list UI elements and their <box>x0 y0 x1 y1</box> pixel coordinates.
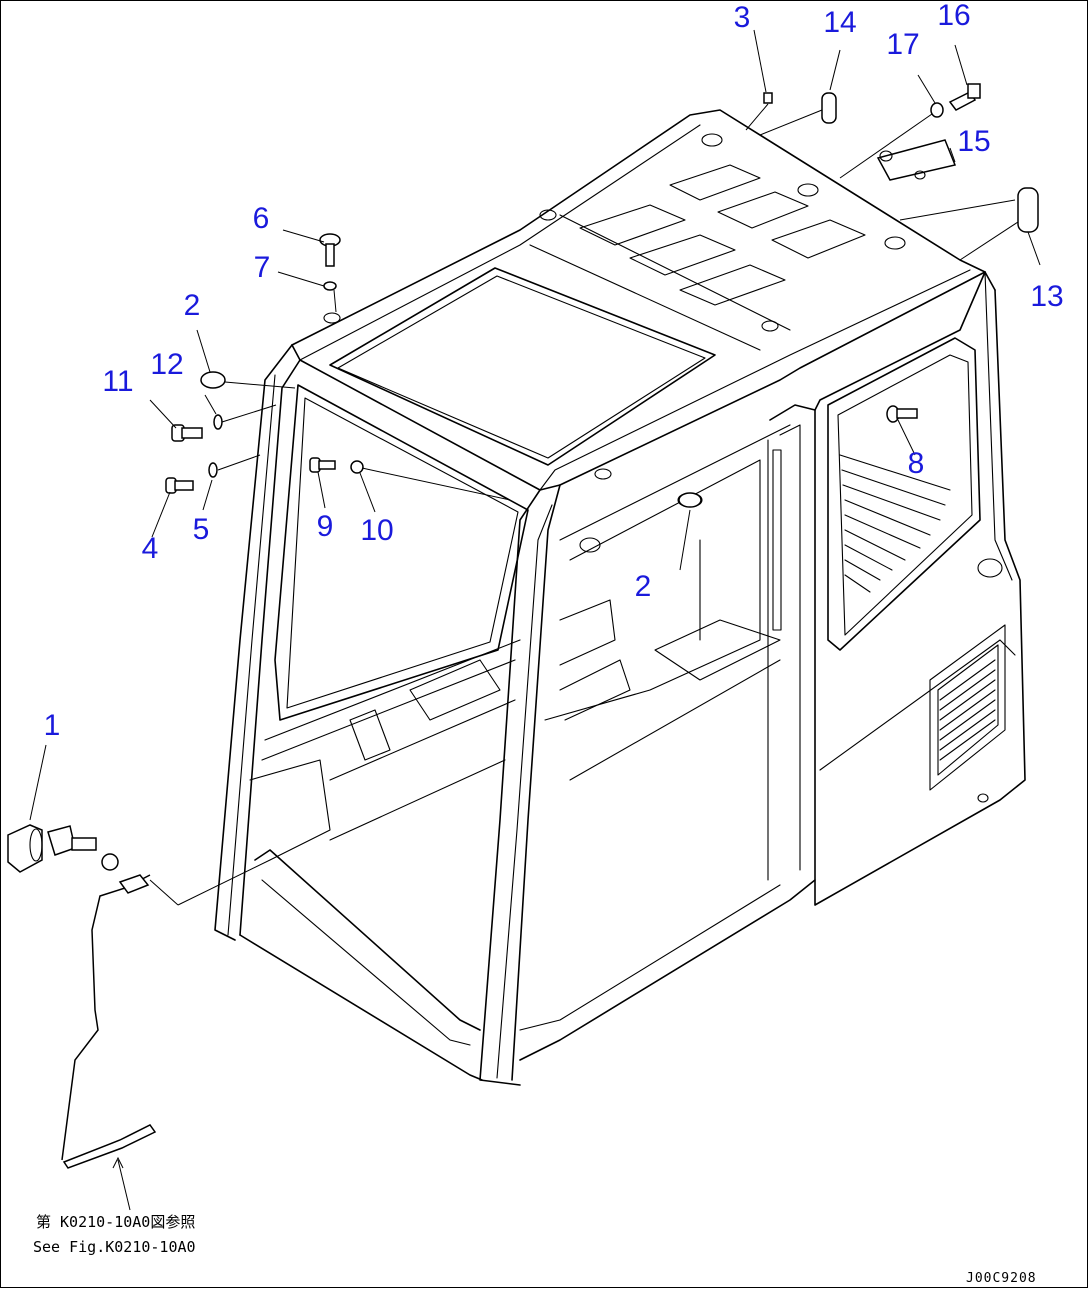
plug-3 <box>763 92 773 104</box>
washer-10 <box>350 460 364 474</box>
washer-17 <box>930 102 944 118</box>
callout-7: 7 <box>253 251 271 284</box>
gasket-13 <box>1017 187 1039 233</box>
leader-lines <box>29 29 1041 1211</box>
exploded-parts <box>7 83 1039 1169</box>
cab-door-opening <box>519 404 816 1061</box>
plate-15 <box>876 139 957 181</box>
callout-12: 12 <box>150 348 184 381</box>
washer-7 <box>323 281 337 291</box>
drawing-number: J00C9208 <box>966 1271 1037 1286</box>
knob-1 <box>7 824 43 873</box>
callout-10: 10 <box>360 514 394 547</box>
callout-16: 16 <box>937 0 971 32</box>
callout-6: 6 <box>252 202 270 235</box>
callout-15: 15 <box>957 125 991 158</box>
callout-8: 8 <box>907 447 925 480</box>
callout-5: 5 <box>192 513 210 546</box>
seal-2 <box>200 371 226 389</box>
callout-3: 3 <box>733 1 751 34</box>
callout-14: 14 <box>823 6 857 39</box>
callout-9: 9 <box>316 510 334 543</box>
gasket-14 <box>821 92 837 124</box>
callout-2-lower: 2 <box>634 570 652 603</box>
callout-4: 4 <box>141 532 159 565</box>
cab-front-frame <box>214 344 561 1086</box>
reference-note-jp: 第 K0210-10A0図参照 <box>36 1213 196 1231</box>
reference-note-en: See Fig.K0210-10A0 <box>33 1238 196 1256</box>
washer-12 <box>213 414 223 430</box>
washer-5 <box>208 462 218 478</box>
callout-17: 17 <box>886 28 920 61</box>
callout-13: 13 <box>1030 280 1064 313</box>
callout-2-upper: 2 <box>183 289 201 322</box>
callout-11: 11 <box>102 365 134 398</box>
cab-interior <box>544 424 791 781</box>
callout-1: 1 <box>43 709 61 742</box>
cab-right-side <box>814 271 1026 906</box>
